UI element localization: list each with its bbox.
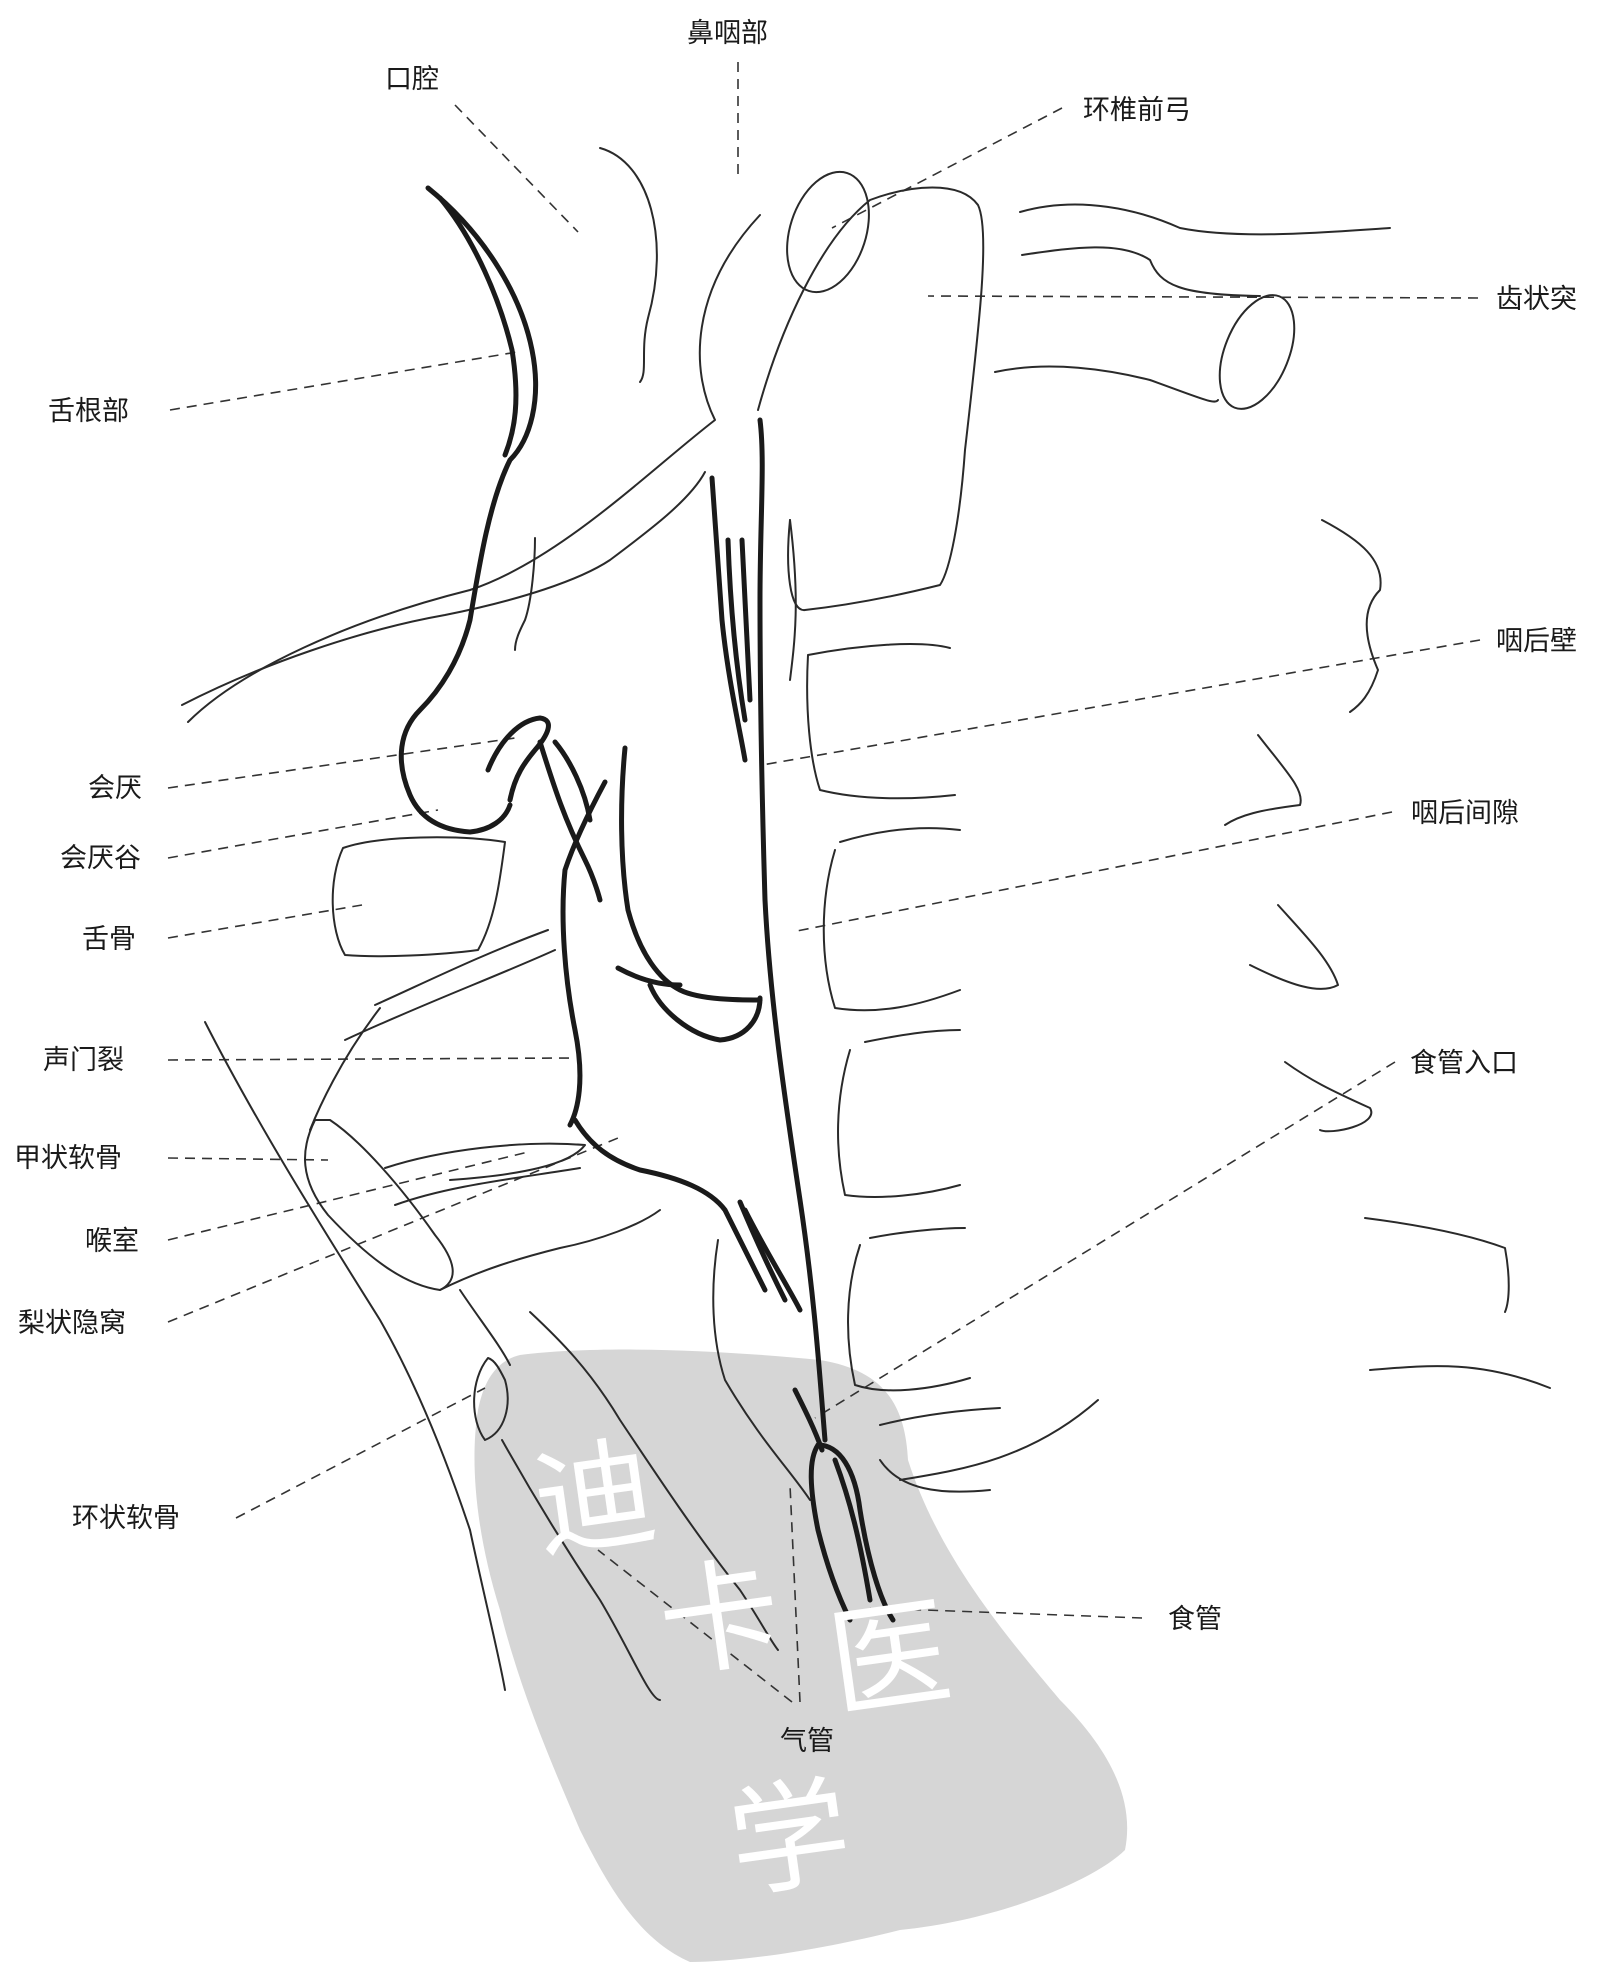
vocal-fold-line — [394, 1167, 581, 1206]
label-hyoid: 舌骨 — [82, 924, 136, 955]
thyroid-plate — [304, 1119, 454, 1291]
watermark-char-2: 卡 — [650, 1542, 790, 1697]
leader-retropharyngeal — [791, 811, 1393, 933]
laryngeal-inner — [712, 1239, 811, 1501]
leader-epiglottis — [167, 737, 516, 789]
palate-lower-curve — [181, 471, 706, 706]
leader-vallecula — [167, 809, 439, 859]
spinous-c3 — [1321, 519, 1382, 713]
leader-tongue-base — [169, 351, 518, 411]
tongue-base-outline — [398, 185, 539, 835]
leader-piriform — [167, 1137, 619, 1323]
spinous-c5 — [1249, 904, 1339, 990]
posterior-pharynx-wall — [757, 417, 828, 1443]
spinous-c6 — [1284, 1061, 1373, 1133]
cricoid-outline — [473, 1357, 509, 1441]
prevertebral-line-upper — [899, 1399, 1099, 1481]
esophagus-mid — [832, 1457, 873, 1603]
leader-esophageal-inlet — [814, 1061, 1396, 1419]
thyroid-upper-line — [344, 929, 556, 1041]
atlas-arch-outline — [786, 170, 870, 294]
label-epiglottis: 会厌 — [88, 773, 142, 804]
leader-esophagus — [869, 1607, 1143, 1619]
pharynx-inner-line-c — [739, 537, 753, 703]
leader-ventricle — [167, 1151, 529, 1241]
piriform-pouch — [647, 982, 763, 1043]
esophagus-right — [815, 1442, 896, 1623]
leader-cricoid — [235, 1387, 486, 1519]
subglottic-line — [439, 1209, 661, 1291]
c3-body — [806, 643, 956, 800]
c5-body — [837, 1029, 961, 1198]
pharynx-inner-line-b — [725, 537, 748, 723]
tongue-inner-outline — [437, 195, 519, 458]
spinous-t1 — [1369, 1365, 1551, 1389]
esophagus-narrow-b — [742, 1207, 803, 1313]
skin-line — [204, 1021, 506, 1691]
leader-lines — [167, 62, 1481, 1703]
glottis-lower — [572, 1117, 768, 1293]
cricoid-arc — [459, 1289, 511, 1366]
vestibule-posterior — [619, 745, 763, 1003]
esophagus-left — [808, 1442, 853, 1623]
leader-thyroid — [167, 1157, 329, 1161]
pharyngeal-inner-left — [514, 537, 536, 651]
oral-roof-curve — [187, 214, 761, 723]
odontoid-outline — [757, 186, 985, 611]
label-piriform-sinus: 梨状隐窝 — [18, 1308, 126, 1339]
leader-oral-cavity — [454, 104, 579, 233]
trachea-back — [529, 1311, 779, 1651]
c7-body — [879, 1407, 1001, 1493]
label-tongue-base: 舌根部 — [48, 396, 129, 427]
label-cricoid-cartilage: 环状软骨 — [72, 1503, 180, 1534]
c2-spinous-mid — [1021, 246, 1261, 297]
label-laryngeal-ventricle: 喉室 — [85, 1226, 139, 1257]
c1-posterior-arch — [1218, 294, 1296, 410]
vestibule-anterior — [560, 779, 608, 1128]
leader-trachea-b — [789, 1484, 801, 1703]
bold-outlines — [398, 185, 896, 1623]
palate-curve — [599, 147, 658, 383]
leader-odontoid — [927, 295, 1479, 299]
label-retropharyngeal-space: 咽后间隙 — [1411, 798, 1519, 829]
epiglottis-outline — [485, 715, 551, 803]
leader-atlas-arch — [831, 107, 1063, 229]
watermark-patch — [474, 1349, 1128, 1962]
label-nasopharynx: 鼻咽部 — [687, 18, 768, 49]
hyoid-outline — [331, 836, 506, 958]
label-esophageal-inlet: 食管入口 — [1410, 1048, 1518, 1079]
leader-rima-glottidis — [167, 1057, 573, 1061]
label-esophagus: 食管 — [1168, 1604, 1222, 1635]
c2-body-front — [789, 519, 797, 681]
label-posterior-pharyngeal-wall: 咽后壁 — [1496, 626, 1577, 657]
label-odontoid-process: 齿状突 — [1496, 284, 1577, 315]
label-trachea: 气管 — [780, 1726, 834, 1757]
watermark-char-4: 学 — [720, 1762, 860, 1917]
thin-outlines — [181, 147, 1551, 1701]
watermark-char-1: 迪 — [525, 1422, 665, 1577]
label-atlas-anterior-arch: 环椎前弓 — [1083, 95, 1191, 126]
spinous-c4 — [1224, 734, 1302, 826]
label-vallecula: 会厌谷 — [60, 843, 141, 874]
c2-spinous-upper — [1019, 203, 1391, 236]
trachea-front — [501, 1439, 661, 1701]
ventricle-fold — [384, 1142, 586, 1181]
c2-spinous-lower — [994, 365, 1219, 403]
label-oral-cavity: 口腔 — [385, 64, 439, 95]
watermark-char-3: 医 — [820, 1582, 960, 1737]
leader-trachea-a — [597, 1549, 793, 1703]
leader-posterior-wall — [761, 639, 1481, 766]
c6-body — [847, 1227, 971, 1392]
label-rima-glottidis: 声门裂 — [43, 1045, 124, 1076]
label-thyroid-cartilage: 甲状软骨 — [14, 1143, 122, 1174]
piriform-connector — [615, 965, 683, 988]
spinous-c7 — [1364, 1217, 1510, 1313]
pharynx-inner-line — [709, 475, 748, 763]
thyroid-anterior — [309, 1007, 381, 1131]
aryepiglottic-fold — [537, 739, 603, 903]
c4-body — [822, 827, 961, 1012]
